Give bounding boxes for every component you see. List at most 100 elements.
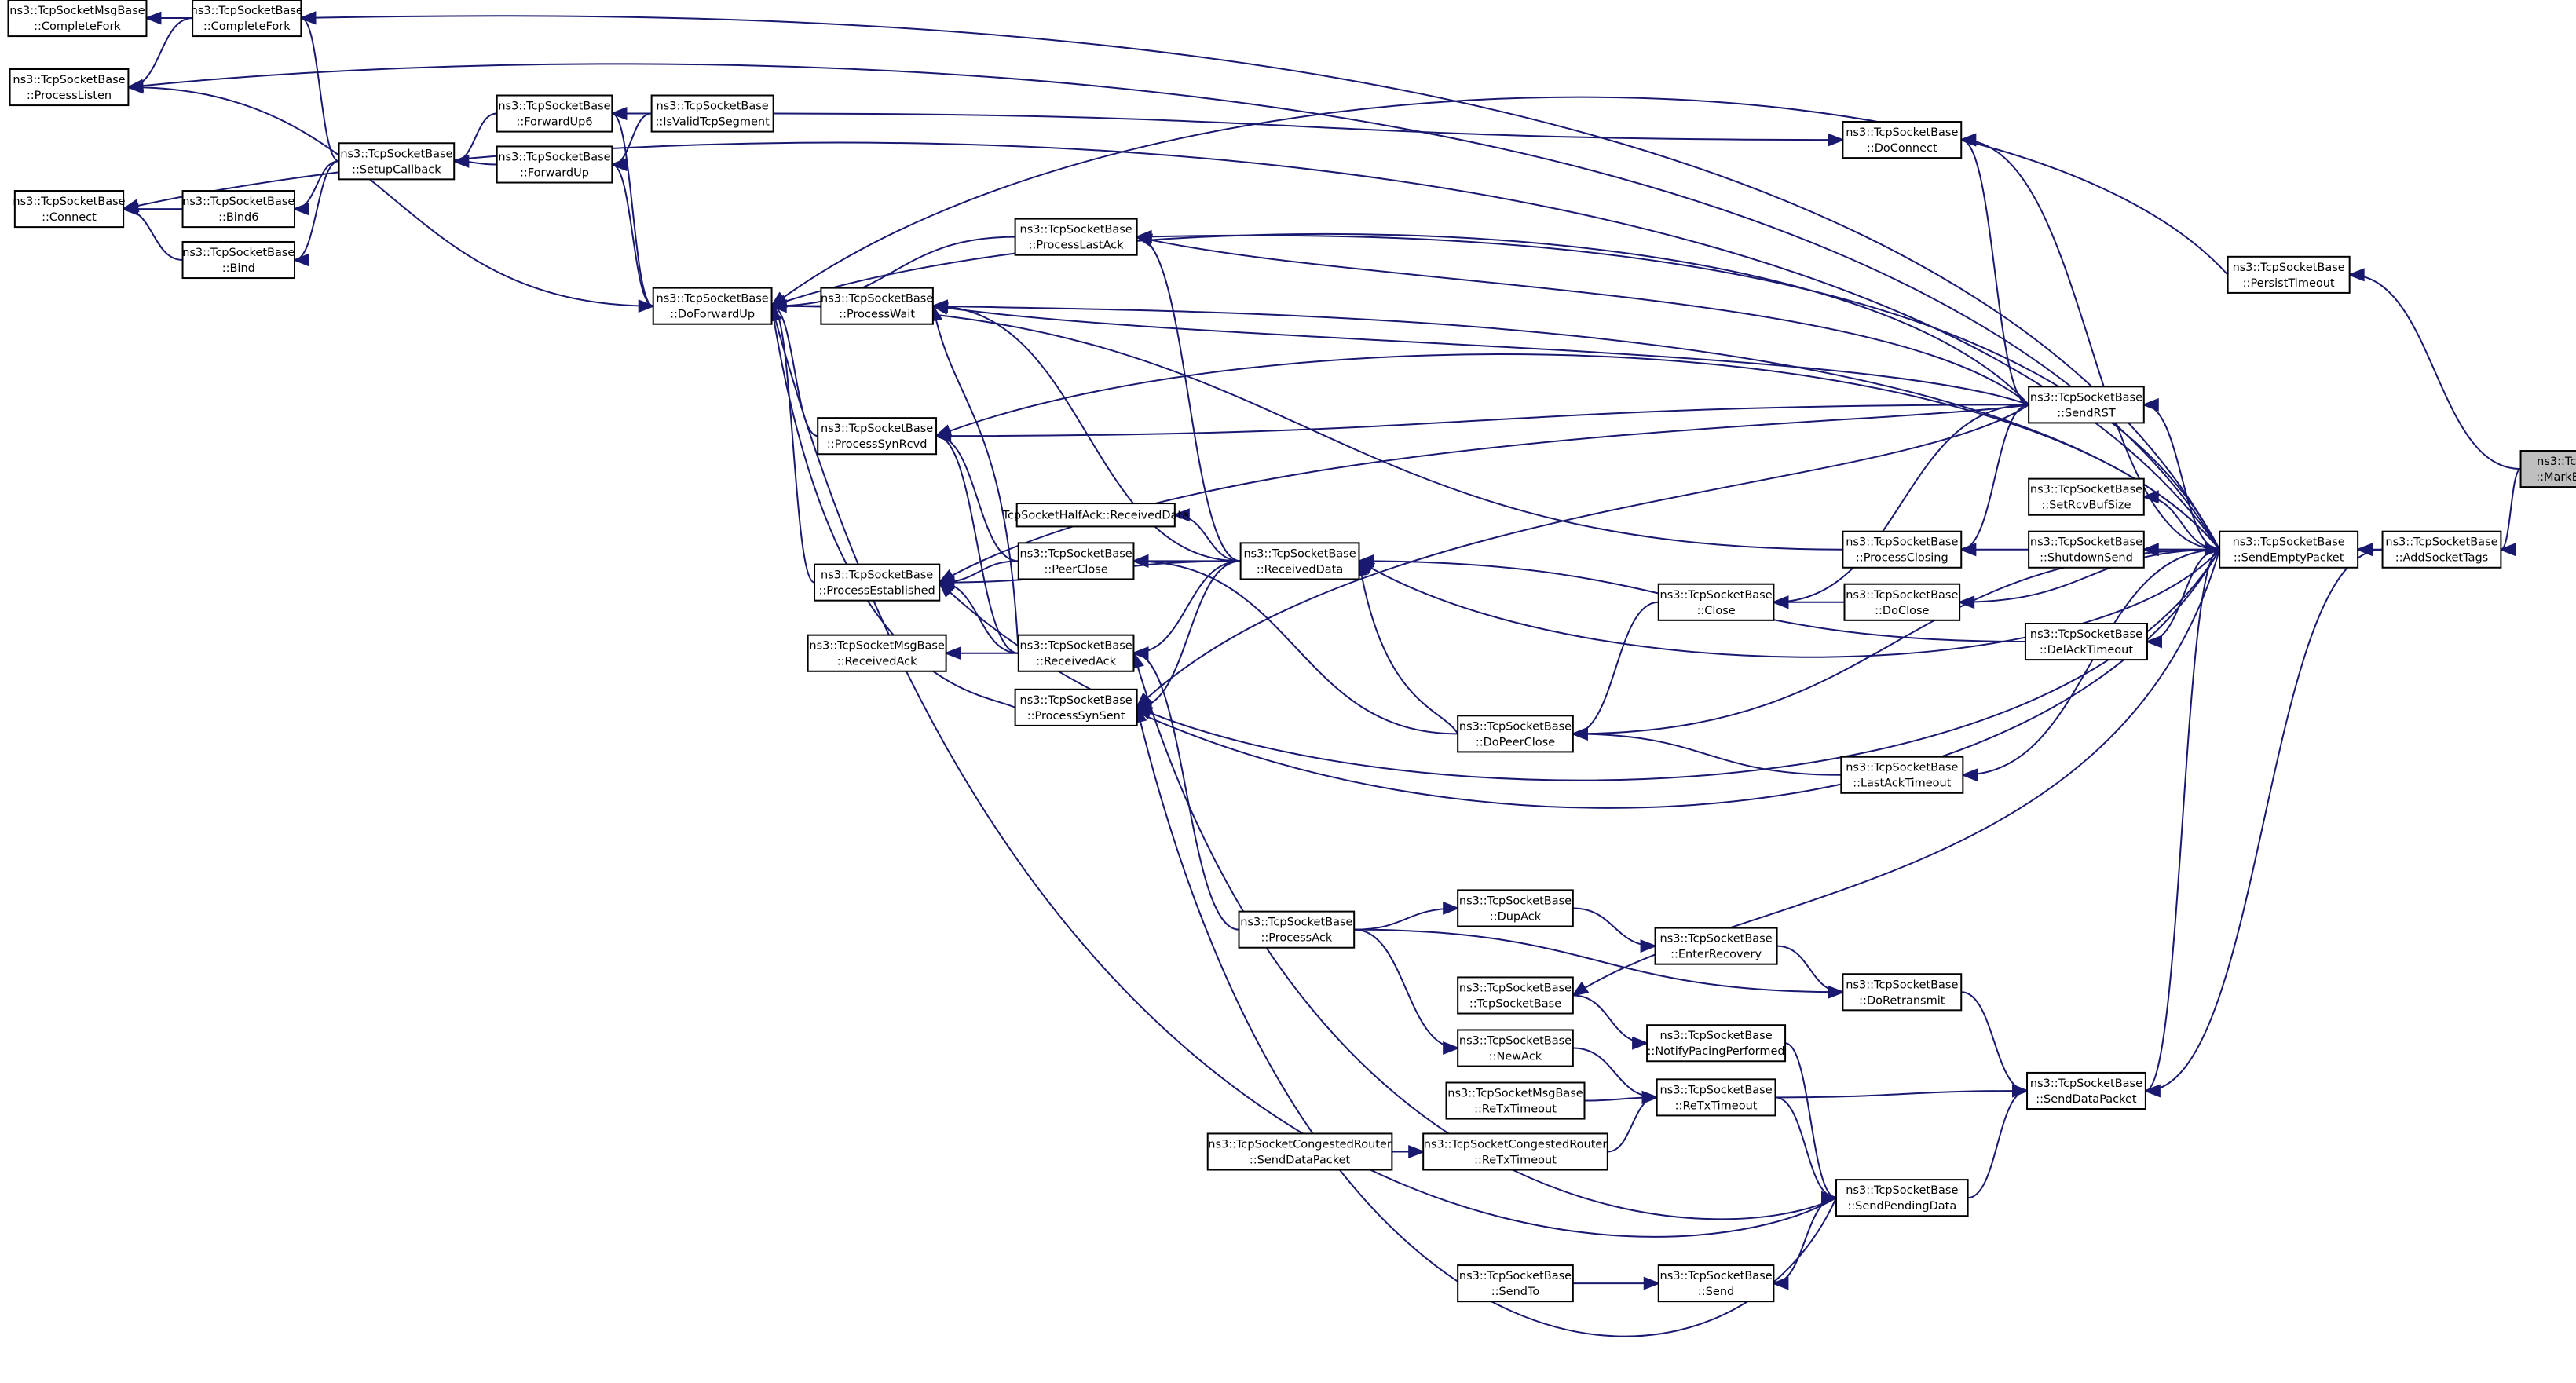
node-box (1843, 583, 1961, 621)
call-edge-sendrst-to-doforwardup (769, 232, 2029, 406)
node-msgbase_receivedack[interactable]: ns3::TcpSocketMsgBase::ReceivedAck (807, 634, 947, 672)
node-label-line-2: ::ForwardUp (520, 167, 589, 180)
node-processsynrcvd[interactable]: ns3::TcpSocketBase::ProcessSynRcvd (817, 417, 938, 456)
edge-line (123, 208, 183, 262)
edge-line (1133, 652, 1239, 931)
node-enterrecovery[interactable]: ns3::TcpSocketBase::EnterRecovery (1654, 927, 1778, 965)
edge-line (771, 305, 818, 437)
node-senddatapacket[interactable]: ns3::TcpSocketBase::SendDataPacket (2026, 1071, 2146, 1110)
call-edge-sendemptypacket-to-sendrst (2142, 397, 2220, 551)
node-processlisten[interactable]: ns3::TcpSocketBase::ProcessListen (9, 68, 130, 107)
node-label-line-1: ns3::TcpSocketBase (1020, 547, 1132, 560)
edge-arrowhead (1408, 1145, 1425, 1158)
node-label-line-1: ns3::TcpSocketBase (1846, 979, 1958, 991)
node-forwardup[interactable]: ns3::TcpSocketBase::ForwardUp (496, 145, 613, 184)
node-addsockettags[interactable]: ns3::TcpSocketBase::AddSocketTags (2381, 530, 2502, 569)
node-processclosing[interactable]: ns3::TcpSocketBase::ProcessClosing (1842, 530, 1963, 569)
node-tcpsocketbase_ctor[interactable]: ns3::TcpSocketBase::TcpSocketBase (1457, 976, 1574, 1015)
node-processwait[interactable]: ns3::TcpSocketBase::ProcessWait (820, 287, 934, 325)
node-connect[interactable]: ns3::TcpSocketBase::Connect (13, 190, 126, 229)
node-label-line-1: ns3::TcpSocketBase (1240, 917, 1352, 929)
node-box (2519, 450, 2576, 488)
node-doclose[interactable]: ns3::TcpSocketBase::DoClose (1843, 583, 1961, 621)
node-label-line-2: ::MarkEcnCodePoint (2536, 471, 2576, 484)
node-label-line-2: ::SendDataPacket (1250, 1154, 1351, 1167)
edge-line (1133, 560, 1241, 654)
node-dopeerclose[interactable]: ns3::TcpSocketBase::DoPeerClose (1457, 715, 1574, 753)
node-label-line-1: ns3::TcpSocketBase (1660, 1270, 1773, 1282)
node-label-line-2: ::ReTxTimeout (1474, 1103, 1557, 1116)
edge-arrowhead (2142, 490, 2159, 504)
node-receiveddata[interactable]: ns3::TcpSocketBase::ReceivedData (1239, 542, 1360, 580)
call-edge-enterrecovery-to-doretransmit (1776, 945, 1846, 999)
edge-line (123, 141, 2220, 551)
node-retxtimeout[interactable]: ns3::TcpSocketBase::ReTxTimeout (1656, 1078, 1776, 1117)
node-sendemptypacket[interactable]: ns3::TcpSocketBase::SendEmptyPacket (2219, 530, 2359, 569)
node-label-line-1: ns3::TcpSocketBase (1243, 547, 1356, 560)
node-isvalidtcpsegment[interactable]: ns3::TcpSocketBase::IsValidTcpSegment (650, 94, 774, 133)
edge-line (1784, 1042, 1837, 1199)
node-congrouter_retxtimeout[interactable]: ns3::TcpSocketCongestedRouter::ReTxTimeo… (1422, 1132, 1608, 1171)
node-doforwardup[interactable]: ns3::TcpSocketBase::DoForwardUp (652, 287, 773, 325)
node-box (2227, 255, 2351, 294)
node-sendpendingdata[interactable]: ns3::TcpSocketBase::SendPendingData (1835, 1179, 1969, 1217)
call-edge-receivedack-to-processestablished (937, 576, 1019, 654)
node-congrouter_senddatapacket[interactable]: ns3::TcpSocketCongestedRouter::SendDataP… (1206, 1132, 1393, 1171)
node-peerclose[interactable]: ns3::TcpSocketBase::PeerClose (1017, 542, 1135, 580)
call-edge-notifypacingperformed-to-sendpendingdata (1784, 1042, 1839, 1205)
node-processestablished[interactable]: ns3::TcpSocketBase::ProcessEstablished (814, 563, 941, 602)
node-halfack_receiveddata[interactable]: TcpSocketHalfAck::ReceivedData (1002, 503, 1189, 528)
node-bind6[interactable]: ns3::TcpSocketBase::Bind6 (181, 190, 296, 229)
node-delacktimeout[interactable]: ns3::TcpSocketBase::DelAckTimeout (2024, 623, 2148, 661)
node-box (496, 145, 613, 184)
node-msgbase_retxtimeout[interactable]: ns3::TcpSocketMsgBase::ReTxTimeout (1445, 1081, 1586, 1120)
node-markecncodepoint[interactable]: ns3::TcpSocketBase::MarkEcnCodePoint (2519, 450, 2576, 488)
node-box (1657, 1264, 1775, 1303)
node-notifypacingperformed[interactable]: ns3::TcpSocketBase::NotifyPacingPerforme… (1646, 1024, 1787, 1063)
edge-line (1572, 601, 1659, 735)
node-doconnect[interactable]: ns3::TcpSocketBase::DoConnect (1842, 121, 1963, 159)
node-box (1457, 715, 1574, 753)
node-label-line-1: ns3::TcpSocketBase (1660, 589, 1773, 602)
edge-arrowhead (1571, 981, 1590, 997)
node-send[interactable]: ns3::TcpSocketBase::Send (1657, 1264, 1775, 1303)
node-setupcallback[interactable]: ns3::TcpSocketBase::SetupCallback (338, 142, 456, 181)
node-completefork[interactable]: ns3::TcpSocketBase::CompleteFork (191, 0, 303, 38)
node-processlastack[interactable]: ns3::TcpSocketBase::ProcessLastAck (1014, 218, 1138, 256)
edge-line (771, 305, 815, 584)
call-edge-processack-to-newack (1354, 928, 1460, 1055)
node-label-line-2: ::Send (1698, 1286, 1734, 1298)
node-persisttimeout[interactable]: ns3::TcpSocketBase::PersistTimeout (2227, 255, 2351, 294)
node-bind[interactable]: ns3::TcpSocketBase::Bind (181, 240, 296, 280)
edge-line (1572, 994, 1648, 1045)
node-close[interactable]: ns3::TcpSocketBase::Close (1657, 583, 1775, 621)
node-processsynsent[interactable]: ns3::TcpSocketBase::ProcessSynSent (1014, 688, 1138, 726)
node-lastacktimeout[interactable]: ns3::TcpSocketBase::LastAckTimeout (1840, 756, 1964, 794)
node-doretransmit[interactable]: ns3::TcpSocketBase::DoRetransmit (1842, 973, 1963, 1012)
node-setrcvbufsize[interactable]: ns3::TcpSocketBase::SetRcvBufSize (2028, 477, 2145, 516)
node-sendto[interactable]: ns3::TcpSocketBase::SendTo (1457, 1264, 1574, 1303)
call-edge-sendrst-to-processclosing (1959, 404, 2029, 557)
node-label-line-1: ns3::TcpSocketBase (2385, 536, 2497, 549)
edge-line (1773, 404, 2029, 603)
node-dupack[interactable]: ns3::TcpSocketBase::DupAck (1457, 889, 1574, 927)
edge-line (931, 306, 1019, 653)
edge-line (1961, 139, 2220, 551)
node-msgbase_completefork[interactable]: ns3::TcpSocketMsgBase::CompleteFork (7, 0, 148, 38)
node-newack[interactable]: ns3::TcpSocketBase::NewAck (1457, 1029, 1574, 1067)
edge-line (1775, 1089, 2028, 1099)
node-box (1206, 1132, 1393, 1171)
node-shutdownsend[interactable]: ns3::TcpSocketBase::ShutdownSend (2028, 530, 2145, 569)
node-forwardup6[interactable]: ns3::TcpSocketBase::ForwardUp6 (496, 94, 613, 133)
edge-arrowhead (1640, 939, 1658, 953)
edge-arrowhead (2498, 543, 2516, 557)
call-edge-isvalidtcpsegment-to-forwardup6 (609, 107, 652, 121)
node-processack[interactable]: ns3::TcpSocketBase::ProcessAck (1238, 910, 1356, 949)
edge-arrowhead (609, 158, 628, 171)
node-sendrst[interactable]: ns3::TcpSocketBase::SendRST (2028, 386, 2145, 424)
call-edge-doforwardup-to-forwardup (609, 158, 654, 307)
node-label-line-1: ns3::TcpSocketMsgBase (1447, 1088, 1583, 1100)
call-edge-receiveddata-to-processwait (931, 299, 1241, 562)
node-label-line-1: ns3::TcpSocketBase (1846, 536, 1958, 549)
node-receivedack[interactable]: ns3::TcpSocketBase::ReceivedAck (1017, 634, 1135, 672)
